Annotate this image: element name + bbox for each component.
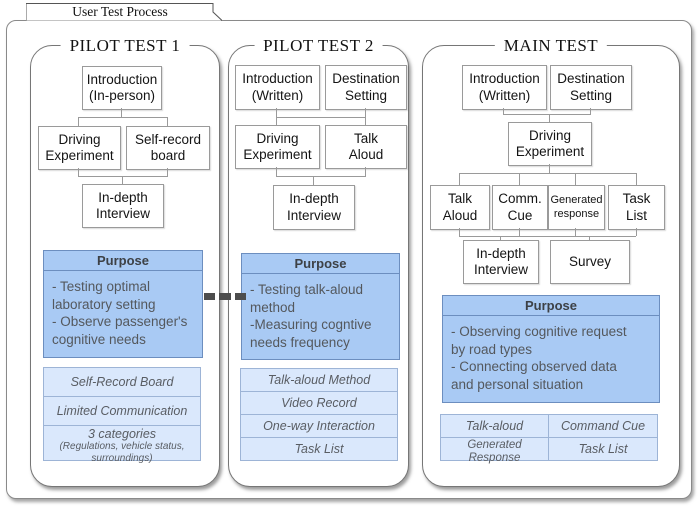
box-driving-experiment-1: Driving Experiment [38, 126, 121, 170]
connector [365, 108, 366, 125]
pilot-test-2-title: PILOT TEST 2 [254, 36, 383, 56]
connector [78, 176, 168, 177]
box-generated-response: Generated response [548, 185, 605, 230]
connector [276, 108, 277, 125]
connector [276, 117, 366, 118]
box-talk-aloud-2: Talk Aloud [325, 125, 407, 169]
box-driving-experiment-2: Driving Experiment [235, 125, 320, 169]
box-destination-setting-2: Destination Setting [325, 65, 407, 110]
connector [500, 236, 501, 240]
feature-3-categories: 3 categories(Regulations, vehicle status… [43, 425, 201, 464]
connector [167, 168, 168, 176]
feature-video-record: Video Record [240, 391, 398, 415]
connector [78, 117, 79, 126]
purpose-header-3: Purpose [443, 296, 659, 316]
link-connector-icon [204, 293, 246, 300]
feature-self-record-board: Self-Record Board [43, 367, 201, 397]
connector [122, 176, 123, 184]
purpose-box-2: Purpose - Testing talk-aloud method -Mea… [241, 253, 400, 360]
connector [503, 108, 504, 114]
connector [313, 176, 314, 185]
box-talk-aloud-3: Talk Aloud [430, 185, 490, 230]
feature-limited-communication: Limited Communication [43, 396, 201, 426]
connector [167, 117, 168, 126]
box-driving-experiment-3: Driving Experiment [508, 122, 592, 166]
connector [459, 228, 460, 236]
box-in-depth-interview-2: In-depth Interview [273, 185, 355, 230]
box-comm-cue: Comm. Cue [492, 185, 548, 230]
connector [121, 108, 122, 117]
grid-task-list: Task List [548, 437, 658, 461]
grid-generated-response: Generated Response [440, 437, 549, 464]
purpose-header-1: Purpose [44, 251, 202, 271]
box-destination-setting-3: Destination Setting [550, 65, 632, 110]
purpose-box-1: Purpose - Testing optimal laboratory set… [43, 250, 203, 358]
tab-shape [26, 3, 222, 21]
feature-one-way-interaction: One-way Interaction [240, 414, 398, 438]
connector [78, 168, 79, 176]
connector [519, 228, 520, 236]
connector [589, 236, 590, 240]
connector [365, 167, 366, 176]
connector [78, 117, 168, 118]
pilot-test-1-title: PILOT TEST 1 [60, 36, 190, 56]
box-in-depth-interview-1: In-depth Interview [82, 184, 164, 228]
grid-talk-aloud: Talk-aloud [440, 414, 549, 438]
connector [459, 173, 636, 174]
main-test-title: MAIN TEST [494, 36, 608, 56]
connector [575, 228, 576, 236]
process-tab-label: User Test Process [72, 3, 168, 19]
connector [459, 236, 636, 237]
feature-task-list-2: Task List [240, 437, 398, 461]
connector [549, 114, 550, 122]
connector [636, 173, 637, 185]
box-self-record-board: Self-record board [126, 126, 210, 170]
purpose-body-1: - Testing optimal laboratory setting - O… [52, 279, 188, 347]
connector [549, 164, 550, 173]
box-introduction-in-person: Introduction (In-person) [82, 66, 162, 110]
process-tab: User Test Process [26, 3, 222, 21]
connector [276, 167, 277, 176]
box-introduction-written-3: Introduction (Written) [462, 65, 547, 110]
feature-3-categories-note: (Regulations, vehicle status, surroundin… [59, 441, 185, 464]
connector [575, 173, 576, 185]
box-introduction-written-2: Introduction (Written) [235, 65, 320, 110]
purpose-box-3: Purpose - Observing cognitive request by… [442, 295, 660, 403]
feature-talk-aloud-method: Talk-aloud Method [240, 368, 398, 392]
grid-command-cue: Command Cue [548, 414, 658, 438]
connector [459, 173, 460, 185]
box-survey: Survey [550, 240, 630, 284]
box-task-list-3: Task List [608, 185, 665, 230]
connector [503, 114, 591, 115]
box-in-depth-interview-3: In-depth Interview [463, 240, 539, 284]
purpose-body-2: - Testing talk-aloud method -Measuring c… [250, 282, 372, 350]
purpose-body-3: - Observing cognitive request by road ty… [451, 324, 627, 392]
connector [636, 228, 637, 236]
purpose-header-2: Purpose [242, 254, 399, 274]
connector [519, 173, 520, 185]
connector [590, 108, 591, 114]
feature-3-categories-main: 3 categories [87, 427, 157, 441]
connector [276, 176, 366, 177]
